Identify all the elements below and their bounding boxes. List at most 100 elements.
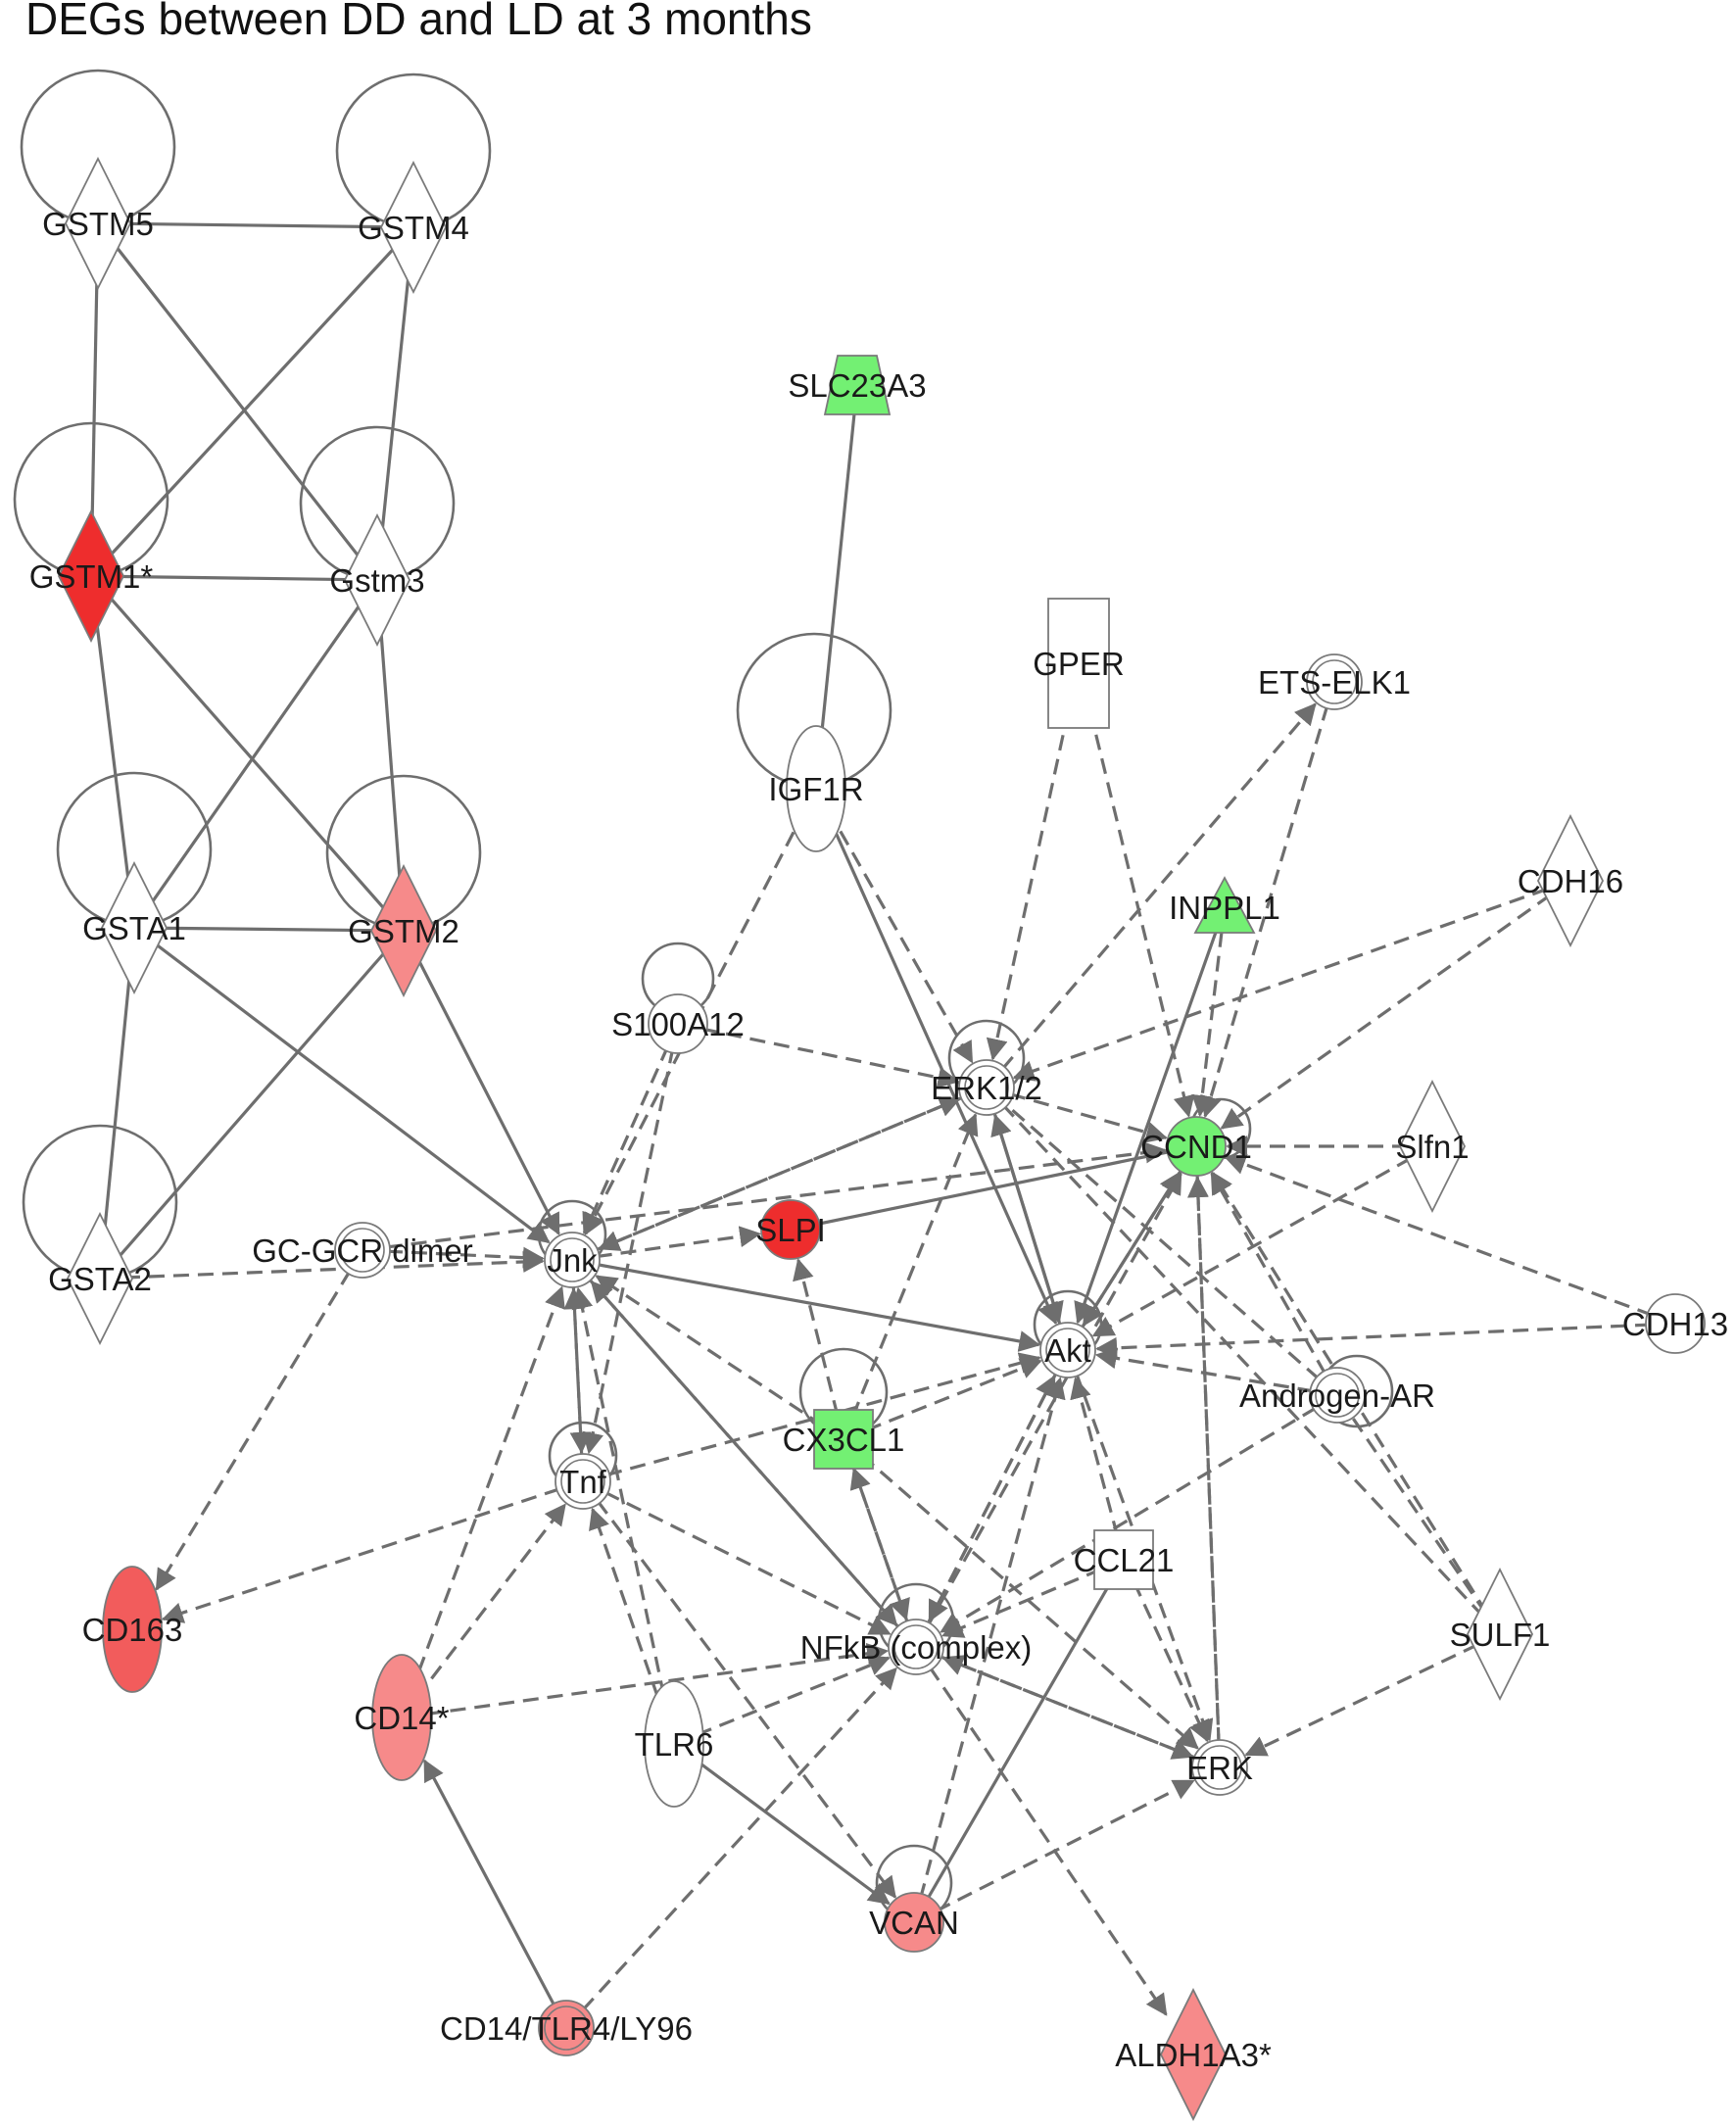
edge-CX3CL1-ERK12 <box>842 1113 979 1440</box>
label-ALDH1A3: ALDH1A3* <box>1115 2037 1272 2073</box>
shape-ERK12 <box>964 1065 1009 1110</box>
label-VCAN: VCAN <box>869 1905 959 1941</box>
node-ALDH1A3[interactable]: ALDH1A3* <box>1115 1987 1272 2122</box>
shape-GSTA1 <box>100 860 169 995</box>
edge-GSTA1-GSTA2 <box>98 927 136 1280</box>
node-GSTM4[interactable]: GSTM4 <box>358 160 469 295</box>
node-SLC23A3[interactable]: SLC23A3 <box>788 355 927 415</box>
edge-AndrogenAR-NFkB <box>940 1393 1338 1633</box>
edge-GCGCR-CD163 <box>155 1249 364 1591</box>
edge-VCAN-Akt <box>912 1377 1066 1923</box>
label-AndrogenAR: Androgen-AR <box>1239 1378 1435 1414</box>
label-Slfn1: Slfn1 <box>1395 1129 1469 1165</box>
node-Tnf[interactable]: Tnf <box>555 1453 611 1510</box>
shape-Gstm3 <box>343 512 411 648</box>
node-CX3CL1[interactable]: CX3CL1 <box>783 1409 905 1470</box>
edge-Tnf-Akt <box>582 1352 1041 1483</box>
node-GCGCR[interactable]: GC-GCR dimer <box>252 1222 473 1279</box>
node-ERK12[interactable]: ERK1/2 <box>931 1059 1042 1116</box>
node-VCAN[interactable]: VCAN <box>869 1892 959 1953</box>
node-Akt[interactable]: Akt <box>1039 1322 1096 1378</box>
edge-AndrogenAR-ERK12 <box>985 1086 1339 1397</box>
shape-NFkB <box>893 1624 939 1669</box>
node-SULF1[interactable]: SULF1 <box>1450 1567 1551 1702</box>
node-INPPL1[interactable]: INPPL1 <box>1169 876 1280 934</box>
edge-ERK12-Akt <box>985 1087 1064 1325</box>
edge-INPPL1-Akt <box>1074 906 1227 1325</box>
edge-NFkB-CCND1 <box>914 1172 1182 1648</box>
edge-CDH13-CCND1 <box>1224 1153 1676 1326</box>
label-CD14: CD14* <box>354 1700 449 1736</box>
edge-Gstm3-GSTM2 <box>375 579 406 932</box>
node-GSTA2[interactable]: GSTA2 <box>48 1211 152 1346</box>
shape-GSTM1 <box>57 508 125 644</box>
shape-GCGCR <box>340 1228 385 1273</box>
node-NFkB[interactable]: NFkB (complex) <box>800 1619 1033 1675</box>
edge-GSTM5-GSTM4 <box>97 221 414 229</box>
label-ETSELK1: ETS-ELK1 <box>1258 664 1411 701</box>
node-ETSELK1[interactable]: ETS-ELK1 <box>1258 653 1411 710</box>
node-CD163[interactable]: CD163 <box>82 1566 183 1693</box>
node-GSTM1[interactable]: GSTM1* <box>29 508 154 644</box>
shape-GSTA2 <box>66 1211 134 1346</box>
label-Akt: Akt <box>1044 1332 1091 1369</box>
node-GSTM2[interactable]: GSTM2 <box>348 863 459 998</box>
shape-SLC23A3 <box>823 355 892 415</box>
edge-NFkB-CX3CL1 <box>849 1467 918 1648</box>
edge-NFkB-Jnk <box>590 1281 918 1649</box>
node-S100A12[interactable]: S100A12 <box>611 993 745 1054</box>
shape-CD14 <box>371 1654 432 1781</box>
node-AndrogenAR[interactable]: Androgen-AR <box>1239 1367 1435 1424</box>
node-GPER[interactable]: GPER <box>1033 598 1125 729</box>
edge-CX3CL1-Jnk <box>595 1275 844 1441</box>
edge-CDH16-ERK12 <box>1012 879 1571 1082</box>
label-CDH13: CDH13 <box>1622 1306 1728 1342</box>
edge-Jnk-Akt <box>571 1258 1041 1352</box>
node-Gstm3[interactable]: Gstm3 <box>329 512 425 648</box>
edge-GSTM4-Gstm3 <box>375 226 415 581</box>
node-Jnk[interactable]: Jnk <box>544 1232 601 1288</box>
edge-ERK-CCND1 <box>1186 1176 1222 1768</box>
shape-Slfn1 <box>1398 1079 1467 1214</box>
edge-S100A12-Jnk <box>582 1023 680 1235</box>
node-ERK[interactable]: ERK <box>1186 1739 1253 1796</box>
node-TLR6[interactable]: TLR6 <box>635 1680 714 1808</box>
node-CDH13[interactable]: CDH13 <box>1622 1293 1728 1354</box>
edge-GSTM1-Gstm3 <box>90 574 378 582</box>
edge-TLR6-NFkB <box>673 1655 891 1746</box>
node-CCL21[interactable]: CCL21 <box>1074 1529 1175 1590</box>
label-GCGCR: GC-GCR dimer <box>252 1233 473 1269</box>
shape-Akt <box>1045 1328 1090 1373</box>
label-ERK12: ERK1/2 <box>931 1070 1042 1106</box>
label-Jnk: Jnk <box>547 1242 598 1279</box>
node-CD14TLR4[interactable]: CD14/TLR4/LY96 <box>440 2000 693 2056</box>
edge-GSTA1-Jnk <box>133 926 551 1244</box>
edge-SLPI-CCND1 <box>790 1144 1197 1232</box>
shape-CDH16 <box>1536 813 1605 948</box>
diagram-title: DEGs between DD and LD at 3 months <box>25 0 812 44</box>
node-GSTA1[interactable]: GSTA1 <box>82 860 186 995</box>
label-CDH16: CDH16 <box>1518 863 1623 899</box>
shape-GPER <box>1047 598 1110 729</box>
node-GSTM5[interactable]: GSTM5 <box>42 156 154 291</box>
node-IGF1R[interactable]: IGF1R <box>768 725 864 852</box>
node-CDH16[interactable]: CDH16 <box>1518 813 1623 948</box>
label-SLC23A3: SLC23A3 <box>788 367 926 404</box>
edge-TLR6-VCAN <box>673 1742 891 1906</box>
shape-SLPI <box>760 1199 821 1260</box>
node-SLPI[interactable]: SLPI <box>755 1199 826 1260</box>
edge-CX3CL1-ERK <box>842 1437 1199 1750</box>
shape-VCAN <box>884 1892 944 1953</box>
edge-SLC23A3-IGF1R <box>814 384 859 790</box>
shape-Tnf <box>560 1459 605 1504</box>
edge-ERK12-ETSELK1 <box>985 702 1317 1089</box>
node-Slfn1[interactable]: Slfn1 <box>1395 1079 1470 1214</box>
label-SULF1: SULF1 <box>1450 1617 1551 1653</box>
edge-CD14TLR4-CD14 <box>422 1759 568 2029</box>
label-CCND1: CCND1 <box>1140 1129 1252 1165</box>
node-CCND1[interactable]: CCND1 <box>1140 1116 1252 1177</box>
node-CD14[interactable]: CD14* <box>354 1654 450 1781</box>
label-CD163: CD163 <box>82 1612 183 1648</box>
edge-AndrogenAR-Akt <box>1094 1347 1338 1397</box>
edge-S100A12-Tnf <box>582 1023 680 1455</box>
